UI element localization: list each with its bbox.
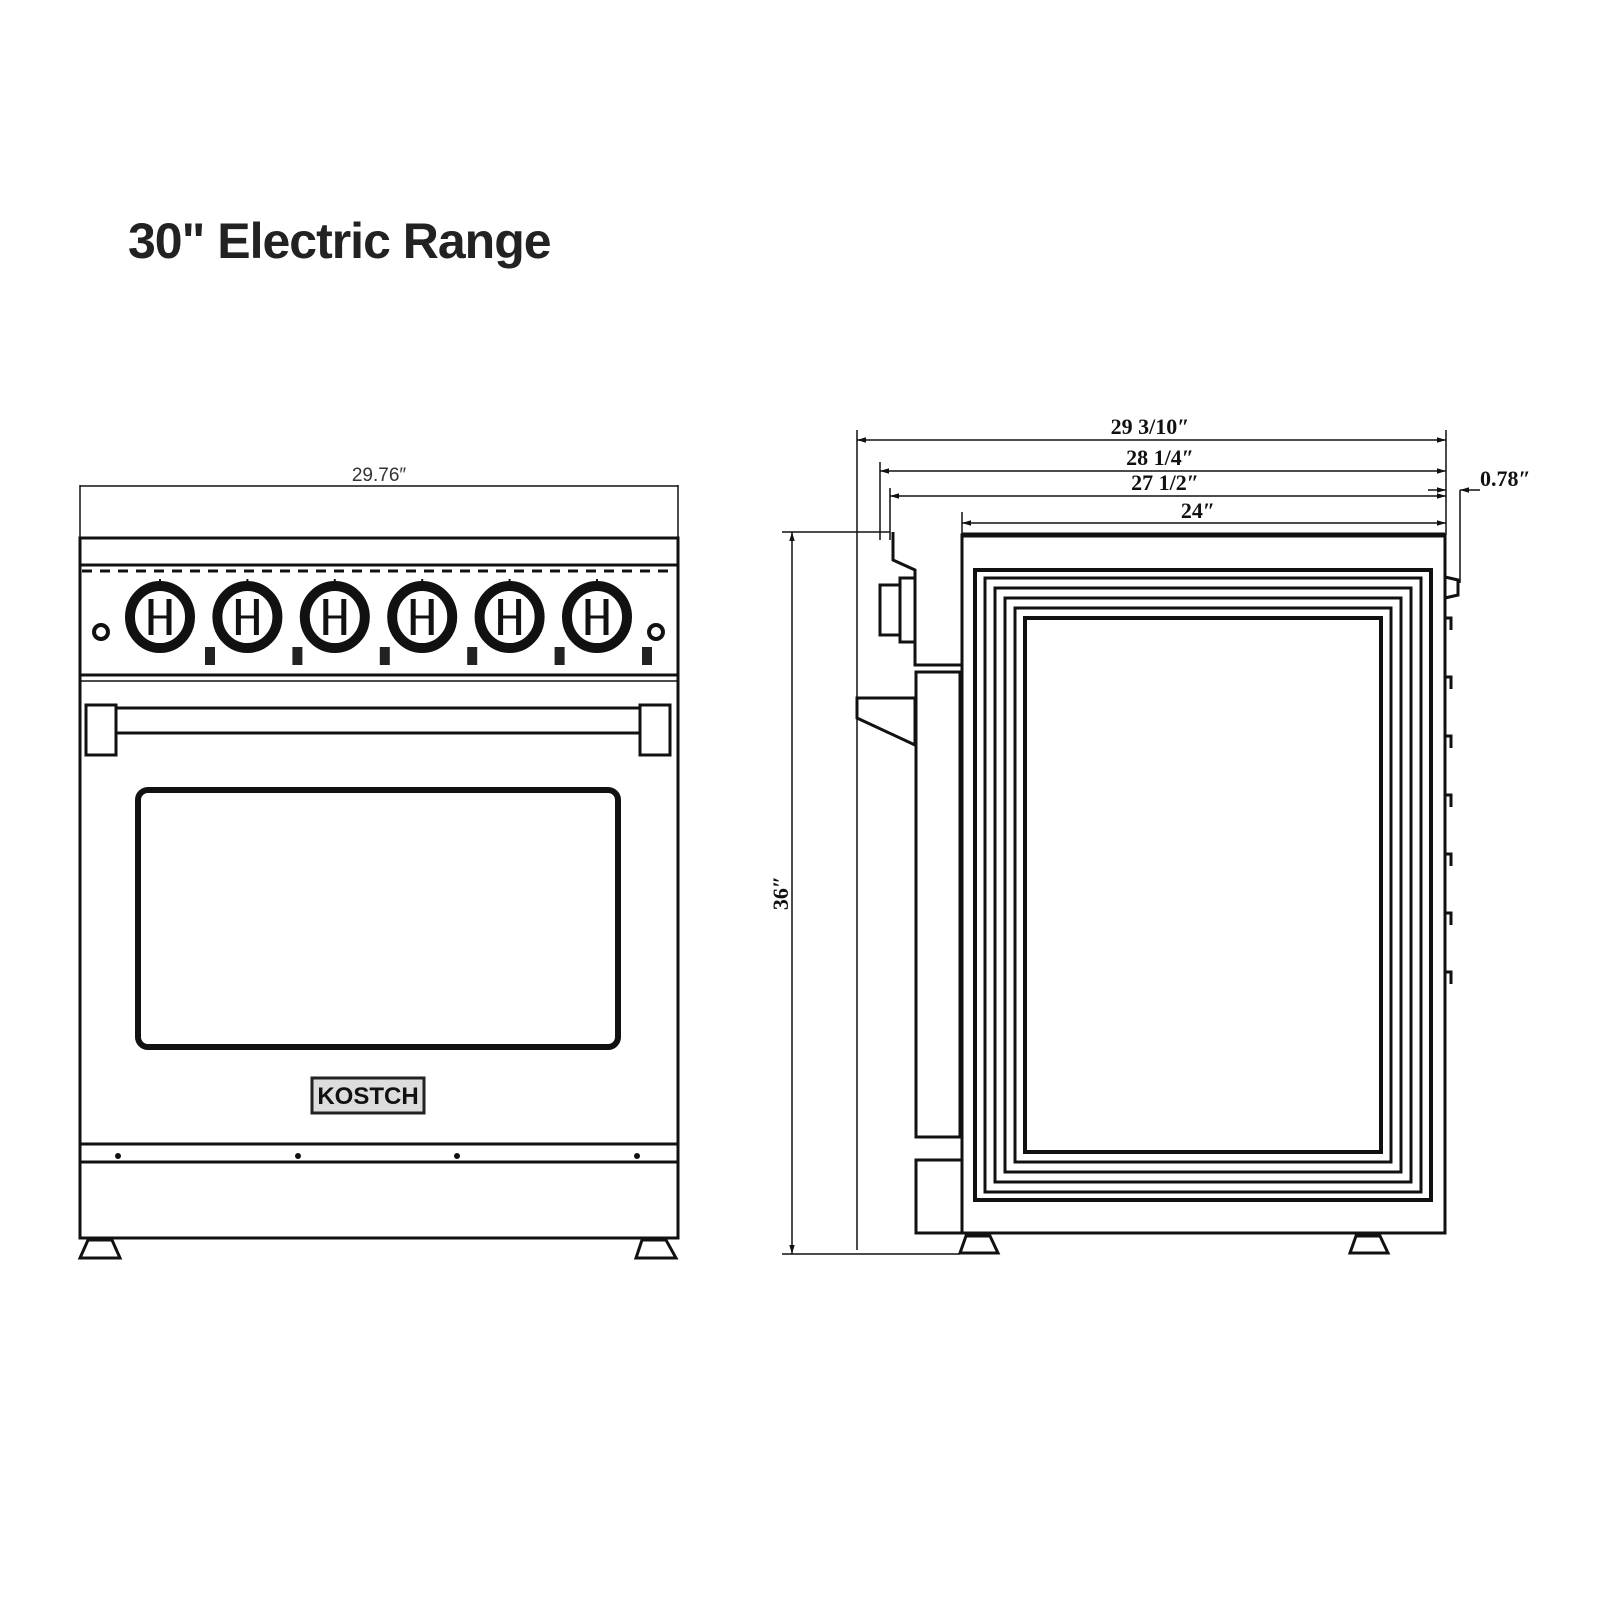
dim-height: 36″ — [768, 876, 793, 910]
handle-side — [855, 696, 917, 748]
burner-knob[interactable] — [474, 579, 565, 665]
indicator-light-left — [92, 623, 110, 641]
back-clips — [1445, 616, 1453, 984]
dim-overall-depth: 29 3/10″ — [1111, 414, 1190, 439]
burner-knob[interactable] — [562, 579, 652, 665]
dim-depth-2: 28 1/4″ — [1126, 445, 1194, 470]
back-clip — [1445, 793, 1453, 807]
side-view: 29 3/10″ 28 1/4″ 27 1/2″ 24″ 0.78″ 36″ — [768, 414, 1531, 1255]
front-view: 29.76″ — [77, 465, 680, 1260]
back-clip — [1445, 616, 1453, 630]
knob-row — [125, 579, 652, 665]
back-clip — [1445, 970, 1453, 984]
burner-knob[interactable] — [299, 579, 390, 665]
side-feet — [957, 1234, 1391, 1255]
door-side — [914, 670, 962, 1139]
width-label: 29.76″ — [352, 465, 407, 486]
brand-badge: KOSTCH — [310, 1076, 426, 1115]
control-panel-side — [891, 532, 962, 667]
feet — [77, 1238, 679, 1260]
burner-knob[interactable] — [125, 579, 215, 665]
burner-knob[interactable] — [387, 579, 478, 665]
side-body — [960, 533, 1447, 1235]
dim-offset: 0.78″ — [1480, 466, 1531, 491]
dim-body-depth: 24″ — [1181, 498, 1215, 523]
height-dimension: 36″ — [768, 531, 960, 1255]
burner-knob[interactable] — [212, 579, 303, 665]
width-dimension: 29.76″ — [79, 465, 679, 540]
page-title: 30" Electric Range — [128, 213, 552, 269]
side-panel-frame — [973, 568, 1433, 1202]
dim-depth-3: 27 1/2″ — [1131, 470, 1199, 495]
oven-handle — [84, 703, 672, 757]
back-clip — [1445, 911, 1453, 925]
back-clip — [1445, 675, 1453, 689]
oven-window — [135, 787, 621, 1050]
indicator-light-right — [647, 623, 665, 641]
knob-side — [878, 583, 902, 637]
back-clip — [1445, 734, 1453, 748]
range-body — [78, 536, 680, 1240]
back-clip — [1445, 852, 1453, 866]
svg-text:KOSTCH: KOSTCH — [317, 1083, 418, 1110]
depth-dimensions: 29 3/10″ 28 1/4″ 27 1/2″ 24″ 0.78″ — [856, 414, 1531, 1250]
